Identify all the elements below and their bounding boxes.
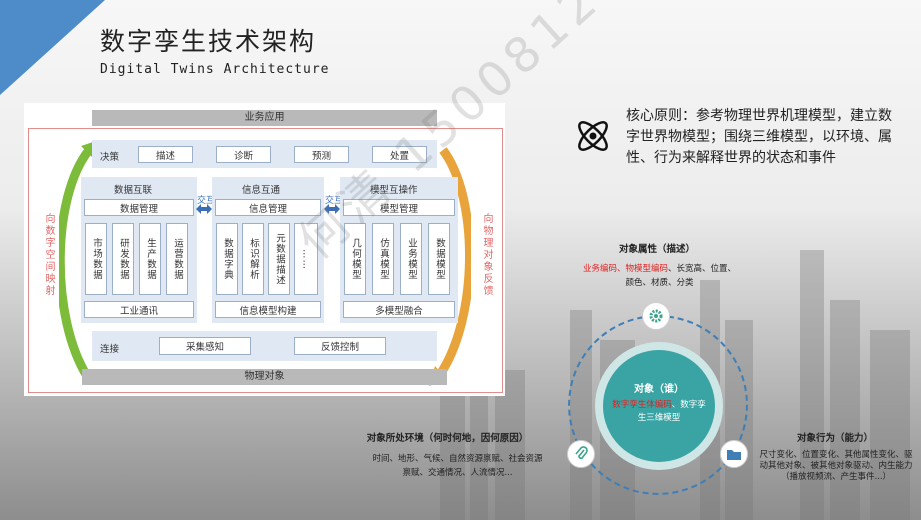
column-title: 模型互操作 <box>370 185 418 196</box>
item-box: 标识解析 <box>242 223 264 295</box>
object-core-text: 数字孪生体编码、数字孪生三维模型 <box>612 400 706 423</box>
paperclip-node <box>567 440 595 468</box>
object-core-title: 对象（谁） <box>634 384 684 395</box>
decision-item: 诊断 <box>216 146 271 163</box>
right-side-label: 向物理对象反馈 <box>481 213 492 297</box>
item-box: 数据字典 <box>216 223 238 295</box>
decision-item: 描述 <box>138 146 193 163</box>
item-box: 几何模型 <box>344 223 366 295</box>
manage-box: 模型管理 <box>343 199 455 216</box>
exchange-label: 交互 <box>325 196 344 206</box>
footer-box: 多模型融合 <box>343 301 455 318</box>
connect-item: 采集感知 <box>159 337 251 355</box>
connect-label: 连接 <box>100 344 120 355</box>
left-side-label: 向数字空间映射 <box>43 213 54 297</box>
folder-icon <box>727 450 741 460</box>
behavior-text: 尺寸变化、位置变化、其他属性变化、驱动其他对象、被其他对象驱动、内生能力（播放视… <box>759 450 913 482</box>
object-core: 对象（谁） 数字孪生体编码、数字孪生三维模型 <box>603 350 715 462</box>
page-subtitle: Digital Twins Architecture <box>100 62 330 77</box>
item-box: 运营数据 <box>166 223 188 295</box>
paperclip-icon <box>575 446 588 460</box>
column-title: 信息互通 <box>242 185 281 196</box>
item-box: 市场数据 <box>85 223 107 295</box>
gear-icon <box>649 309 663 323</box>
diagram-frame <box>28 128 503 393</box>
manage-box: 信息管理 <box>215 199 321 216</box>
column-title: 数据互联 <box>114 185 153 196</box>
item-box: …… <box>294 223 318 295</box>
behavior-title: 对象行为（能力） <box>796 433 873 444</box>
corner-accent <box>0 0 105 95</box>
item-box: 元数据描述 <box>268 223 290 295</box>
gear-node <box>642 302 670 330</box>
bottom-bar: 物理对象 <box>82 369 447 385</box>
exchange-arrow-icon <box>324 204 340 214</box>
item-box: 数据模型 <box>428 223 450 295</box>
exchange-arrow-icon <box>196 204 212 214</box>
decision-item: 处置 <box>372 146 427 163</box>
item-box: 业务模型 <box>400 223 422 295</box>
item-box: 研发数据 <box>112 223 134 295</box>
manage-box: 数据管理 <box>84 199 194 216</box>
footer-box: 信息模型构建 <box>215 301 321 318</box>
attribute-text: 业务编码、物模型编码、长宽高、位置、颜色、材质、分类 <box>582 264 737 288</box>
architecture-diagram: 业务应用 向数字空间映射 向物理对象反馈 决策 描述 诊断 预测 处置 数据互联… <box>24 103 505 396</box>
item-box: 仿真模型 <box>372 223 394 295</box>
decision-label: 决策 <box>100 152 120 163</box>
footer-box: 工业通讯 <box>84 301 194 318</box>
environment-title: 对象所处环境（何时何地，因何原因） <box>366 433 529 444</box>
page-title: 数字孪生技术架构 <box>100 27 317 56</box>
atom-icon <box>578 121 608 151</box>
attribute-title: 对象属性（描述） <box>618 244 695 255</box>
item-box: 生产数据 <box>139 223 161 295</box>
environment-text: 时间、地形、气候、自然资源禀赋、社会资源禀赋、交通情况、人流情况... <box>372 454 543 478</box>
top-bar: 业务应用 <box>92 110 437 126</box>
decision-item: 预测 <box>294 146 349 163</box>
core-principle-text: 核心原则：参考物理世界机理模型，建立数字世界物模型；围绕三维模型，以环境、属性、… <box>626 108 892 166</box>
connect-item: 反馈控制 <box>294 337 386 355</box>
folder-node <box>720 440 748 468</box>
exchange-label: 交互 <box>197 196 216 206</box>
